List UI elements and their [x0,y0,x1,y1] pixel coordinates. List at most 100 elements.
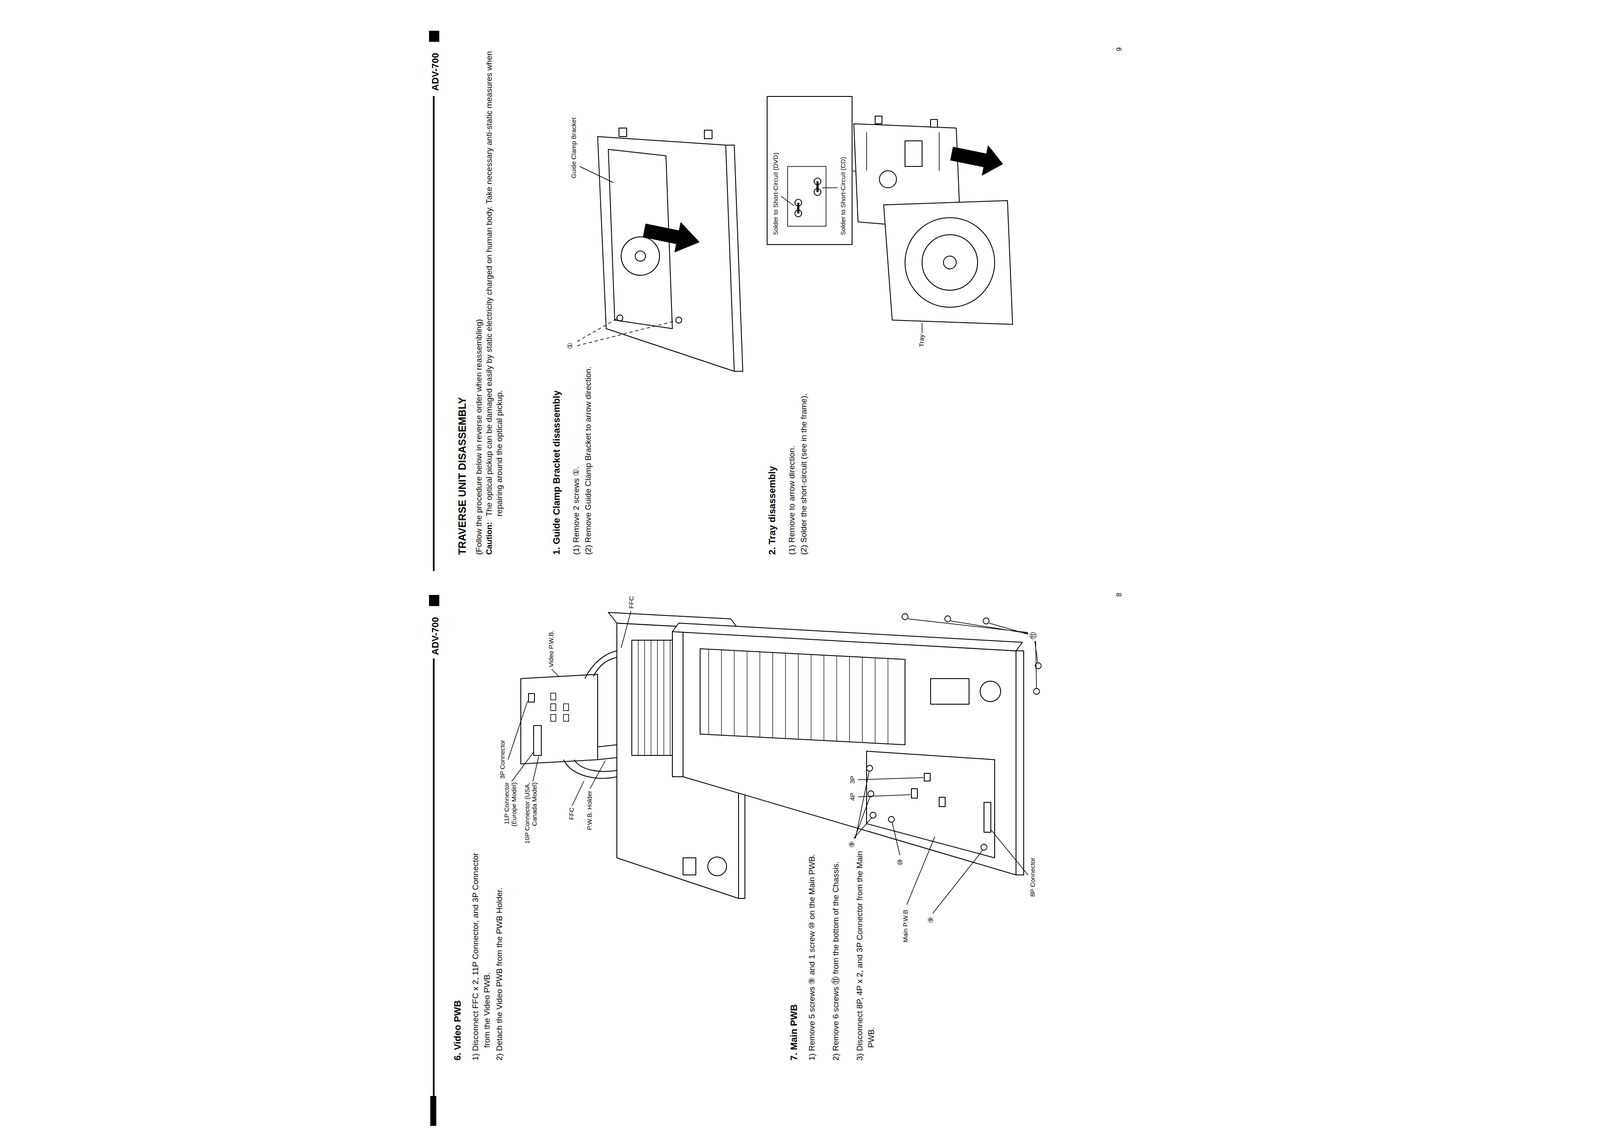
main-pwb-figure-part [672,631,684,777]
inset-label: Solder to Short-Circuit (CD) [839,156,848,237]
video-pwb-figure-part [520,674,598,765]
guide-clamp-figure-part [577,318,676,346]
main-pwb-figure-part [1016,651,1024,876]
tray-figure-part [943,256,957,269]
page-header [429,30,440,1127]
main-pwb-figure-part [930,678,970,705]
section-heading: 2. Tray disassembly [766,466,779,555]
caution-label: Caution: [484,522,495,555]
step-text: 2) Remove 6 screws ⑪ from the bottom of … [829,843,842,1061]
part-label: Main P.W.B [901,909,910,944]
main-pwb-figure-part [983,802,991,833]
guide-clamp-figure-part [675,317,682,324]
guide-clamp-figure-part [725,145,743,372]
model-header: ADV-700 [429,52,442,91]
main-pwb-figure-part [939,797,946,807]
guide-clamp-figure-part [597,136,735,372]
page-number: 9 [1115,47,1124,52]
video-pwb-figure-part [707,857,727,876]
tray-figure-part [875,116,882,124]
tray-figure-part [879,170,897,188]
page-header-part [432,658,435,1122]
callout-number: ⑩ [895,858,905,867]
tray-figure-part [787,166,827,227]
model-header: ADV-700 [429,617,442,656]
page-number: 8 [1115,592,1124,597]
tray-figure-part [922,234,978,291]
page-header-part [432,96,435,572]
screw [866,613,1042,851]
step-text: (1) Remove 2 screws ①. [570,466,582,555]
page-header-part [429,595,440,607]
video-pwb-figure-part [528,693,535,703]
callout-number: ⑨ [847,840,857,849]
guide-clamp-figure [577,128,743,372]
tray-figure-part [930,119,938,128]
tray-figure-part [883,200,1013,325]
section-heading: 1. Guide Clamp Bracket disassembly [550,390,563,555]
guide-clamp-figure-part [635,251,646,262]
main-pwb-figure-part [853,618,1038,914]
video-pwb-figure-part [533,725,542,756]
video-pwb-figure-part [508,611,631,806]
screw-part [902,613,909,620]
part-label: 10P Connector (USA, Canada Model) [523,781,538,848]
main-pwb-figure-part [924,773,931,782]
guide-clamp-figure-part [704,130,713,139]
note-text: (Follow the procedure below in reverse o… [473,319,485,555]
video-pwb-figure-part [550,693,569,722]
main-pwb-figure-part [866,751,995,859]
guide-clamp-figure-part [621,236,660,276]
connector-label: 3P [848,775,857,785]
screw-part [866,765,873,772]
guide-clamp-figure-part [579,166,614,183]
guide-clamp-figure-part [618,128,627,137]
tray-figure-part [798,181,818,214]
part-label: 8P Connector [1028,857,1037,898]
tray-figure [767,96,1013,334]
screw-part [981,844,987,851]
video-pwb-figure-part [584,651,617,679]
tray-figure-part [905,217,995,308]
connector-label: 4P [848,792,857,802]
step-text: (2) Solder the short-circuit (see in the… [797,393,810,555]
part-label: Video P.W.B. [547,629,556,669]
screw-part [1033,688,1040,695]
step-text: (1) Remove to arrow direction. [785,445,798,555]
section-heading: 6. Video PWB [451,1000,464,1061]
part-label: FFC [627,595,636,610]
video-pwb-figure-part [563,759,617,779]
caution-text: The optical pickup can be damaged easily… [484,38,505,517]
main-pwb-figure-part [700,648,906,745]
inset-label: Solder to Short-Circuit (DVD) [771,151,780,237]
guide-clamp-figure-part [616,315,623,322]
tray-figure-part [781,187,838,206]
page-title: TRAVERSE UNIT DISASSEMBLY [455,397,469,555]
step-text: 1) Disconnect FFC x 2, 11P Connector, an… [469,843,493,1061]
part-label: Guide Clamp Bracket [569,116,579,180]
main-pwb-figure-part [672,623,1023,652]
step-text: 1) Remove 5 screws ⑨ and 1 screw ⑩ on th… [805,843,818,1061]
video-pwb-figure-part [683,858,696,876]
tray-figure-part [866,132,940,171]
part-label: 11P Connector (Europe Model) [502,781,518,848]
screw-part [870,812,876,819]
video-pwb-figure-part [597,744,617,760]
part-label: Tray [917,333,926,348]
main-pwb-figure-part [911,788,918,799]
part-label: 3P Connector [498,739,507,780]
guide-clamp-figure-part [643,222,699,252]
screw-part [888,816,895,823]
step-text: 2) Detach the Video PWB from the PWB Hol… [493,843,506,1061]
screw-part [944,616,951,622]
tray-figure-part [921,323,923,334]
tray-figure-part [767,96,853,245]
main-pwb-figure-part [708,649,888,745]
part-label: FFC [567,806,576,821]
step-text: 3) Disconnect 8P, 4P x 2, and 3P Connect… [853,843,877,1061]
screw-part [983,618,990,625]
callout-number: ① [565,341,575,351]
callout-number: ⑨ [926,916,936,925]
